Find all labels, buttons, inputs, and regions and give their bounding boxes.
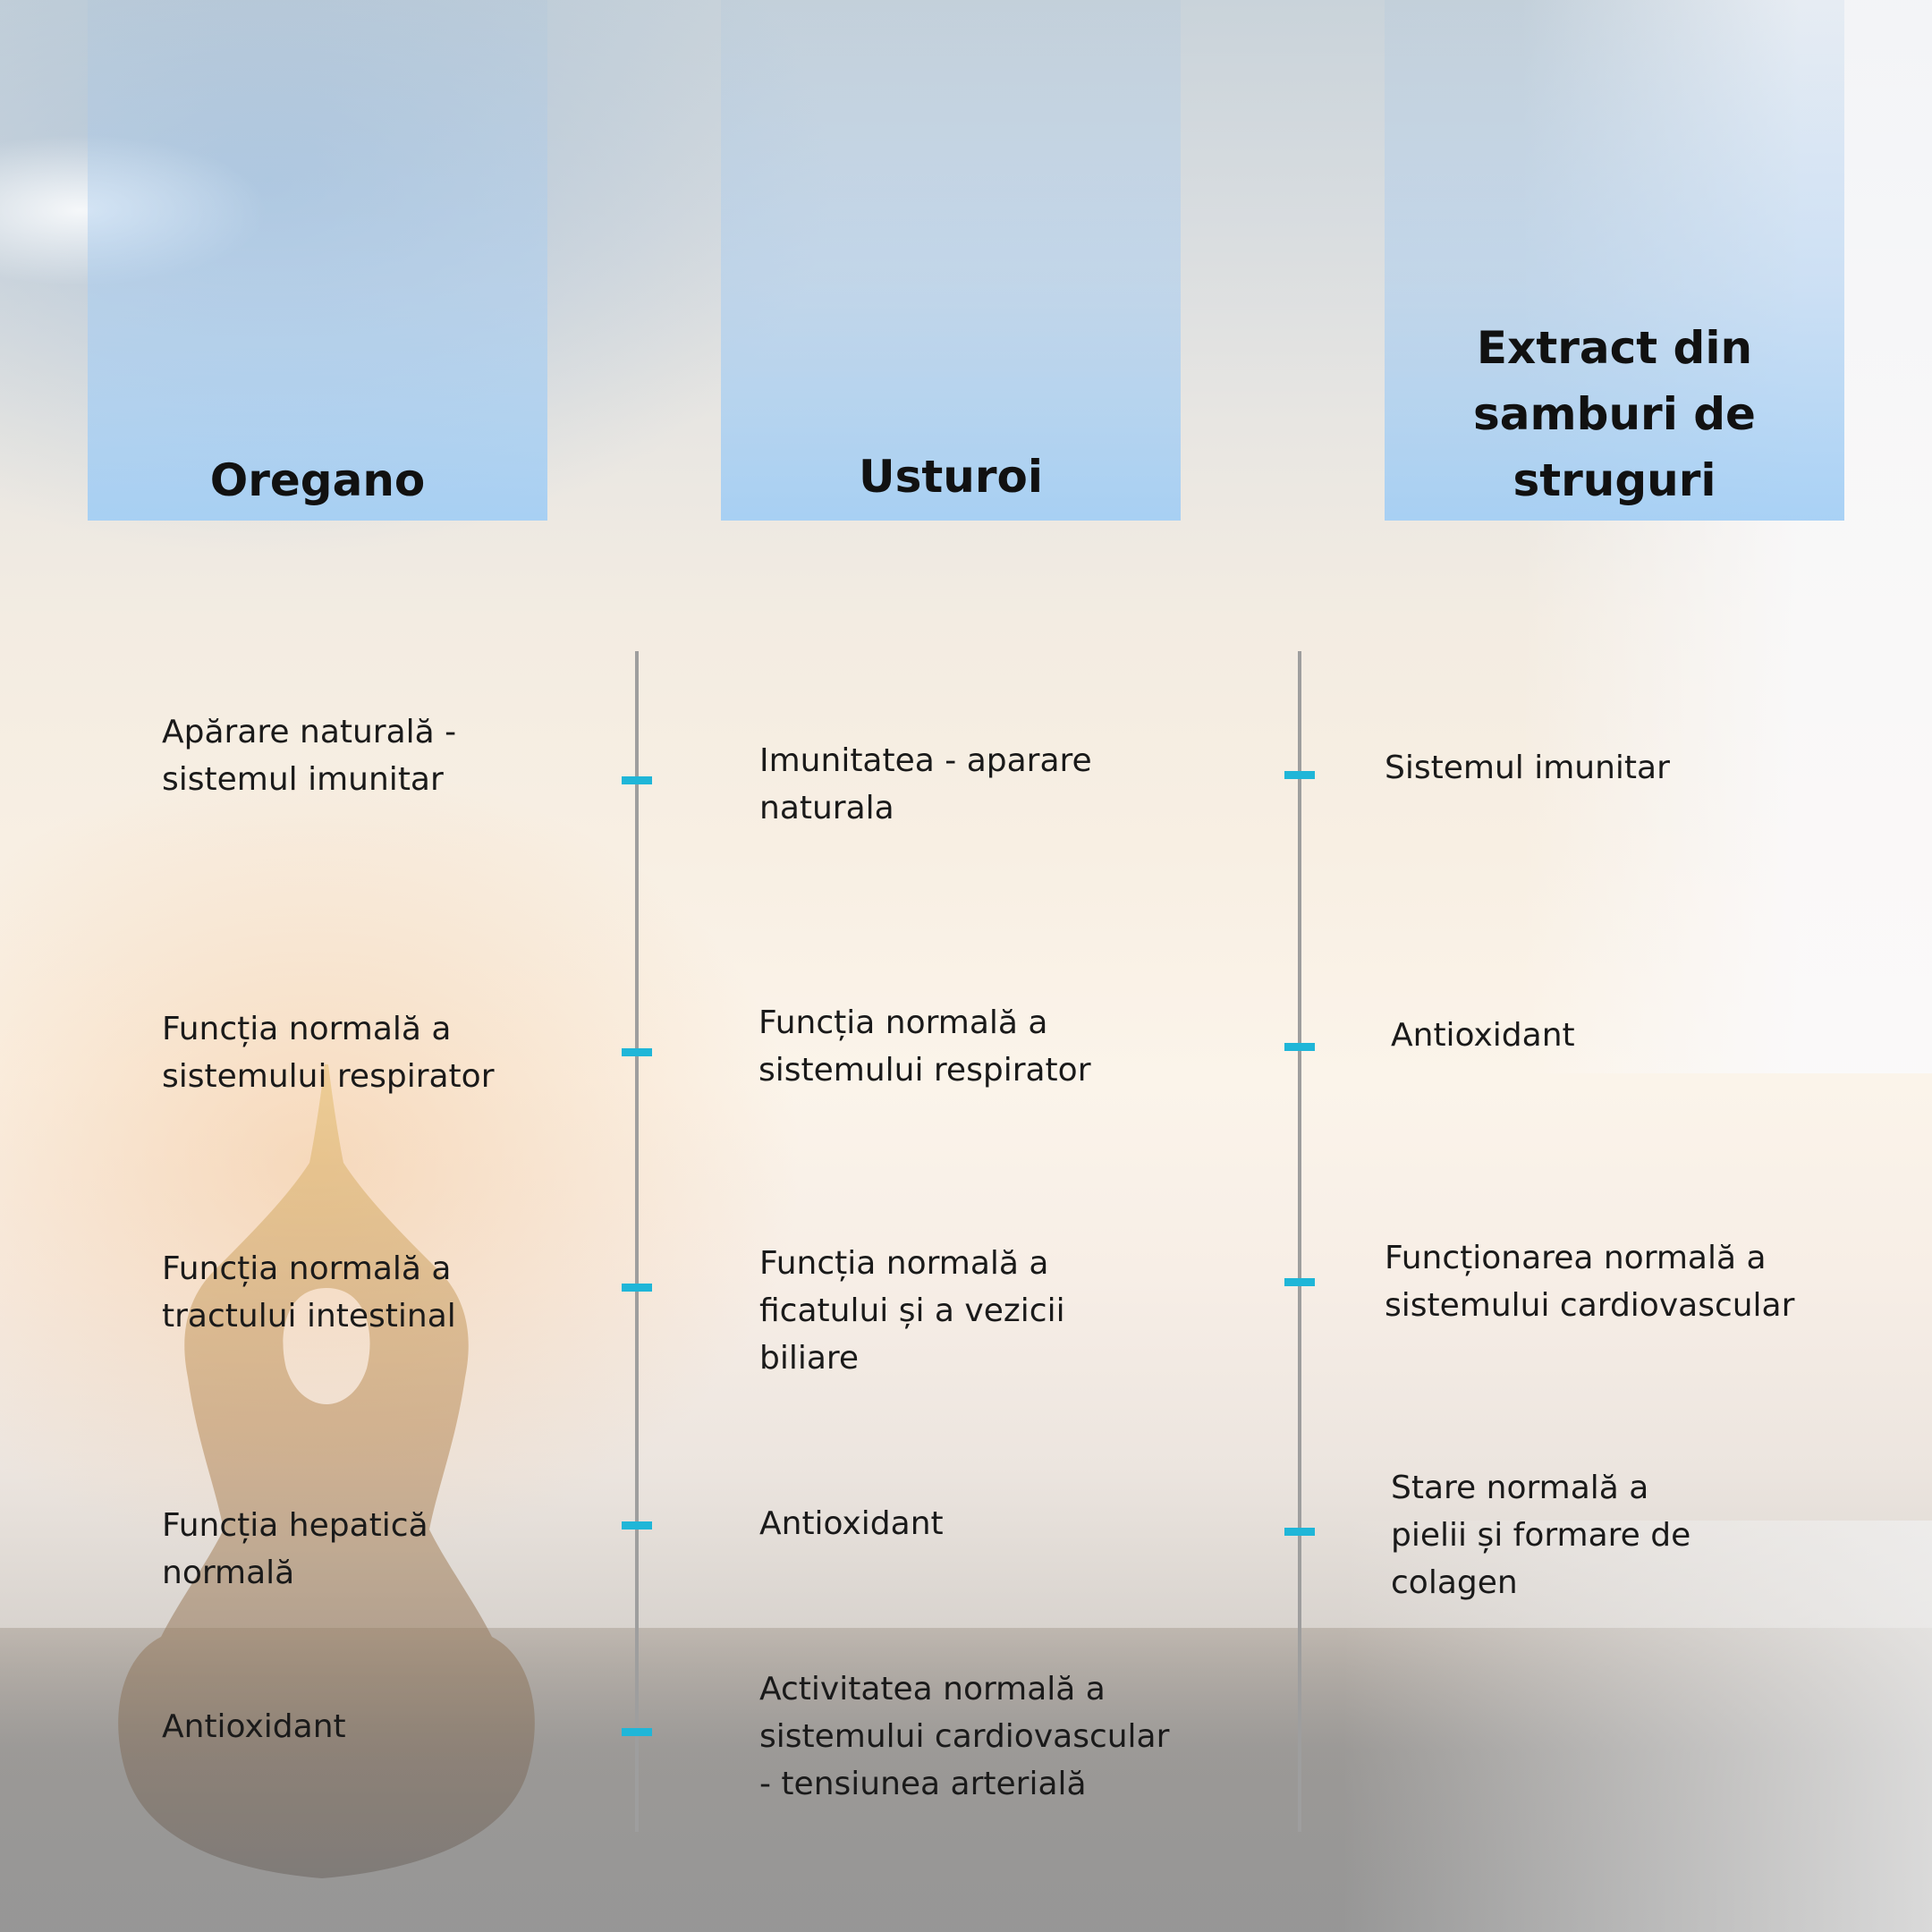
oregano-benefit: Funcția hepatică normală bbox=[162, 1507, 428, 1591]
oregano-benefit: Apărare naturală - sistemul imunitar bbox=[162, 714, 457, 798]
timeline-tick bbox=[1284, 1043, 1315, 1051]
oregano-benefit: Funcția normală a tractului intestinal bbox=[162, 1250, 456, 1335]
timeline-tick bbox=[622, 1728, 652, 1736]
column-header-usturoi: Usturoi bbox=[721, 0, 1181, 521]
column-header-oregano: Oregano bbox=[88, 0, 547, 521]
timeline-tick bbox=[622, 1284, 652, 1292]
meditating-figure-silhouette bbox=[118, 1064, 535, 1878]
usturoi-benefit: Activitatea normală a sistemului cardiov… bbox=[759, 1671, 1170, 1802]
sea-light bbox=[1342, 1521, 1932, 1932]
usturoi-benefit: Antioxidant bbox=[759, 1505, 944, 1542]
oregano-benefit: Funcția normală a sistemului respirator bbox=[162, 1011, 495, 1095]
column-title: Usturoi bbox=[858, 451, 1043, 503]
column-header-extract: Extract din samburi de struguri bbox=[1385, 0, 1844, 521]
usturoi-benefit: Imunitatea - aparare naturala bbox=[759, 742, 1092, 826]
timeline-tick bbox=[1284, 771, 1315, 779]
usturoi-benefit: Funcția normală a ficatului și a vezicii… bbox=[759, 1245, 1065, 1377]
grape-seed-benefit: Antioxidant bbox=[1391, 1017, 1575, 1054]
column-title: Oregano bbox=[209, 454, 426, 506]
timeline-divider bbox=[635, 651, 639, 1832]
timeline-tick bbox=[622, 1048, 652, 1056]
column-title: Extract din samburi de struguri bbox=[1473, 322, 1756, 506]
timeline-divider bbox=[1298, 651, 1301, 1832]
grape-seed-benefit: Sistemul imunitar bbox=[1385, 750, 1670, 786]
timeline-tick bbox=[622, 776, 652, 784]
timeline-tick bbox=[1284, 1528, 1315, 1536]
oregano-benefit: Antioxidant bbox=[162, 1708, 346, 1745]
usturoi-benefit: Funcția normală a sistemului respirator bbox=[758, 1004, 1091, 1089]
grape-seed-benefit: Stare normală a pielii și formare de col… bbox=[1391, 1470, 1691, 1601]
timeline-tick bbox=[622, 1521, 652, 1530]
timeline-tick bbox=[1284, 1278, 1315, 1286]
grape-seed-benefit: Funcționarea normală a sistemului cardio… bbox=[1385, 1240, 1795, 1324]
